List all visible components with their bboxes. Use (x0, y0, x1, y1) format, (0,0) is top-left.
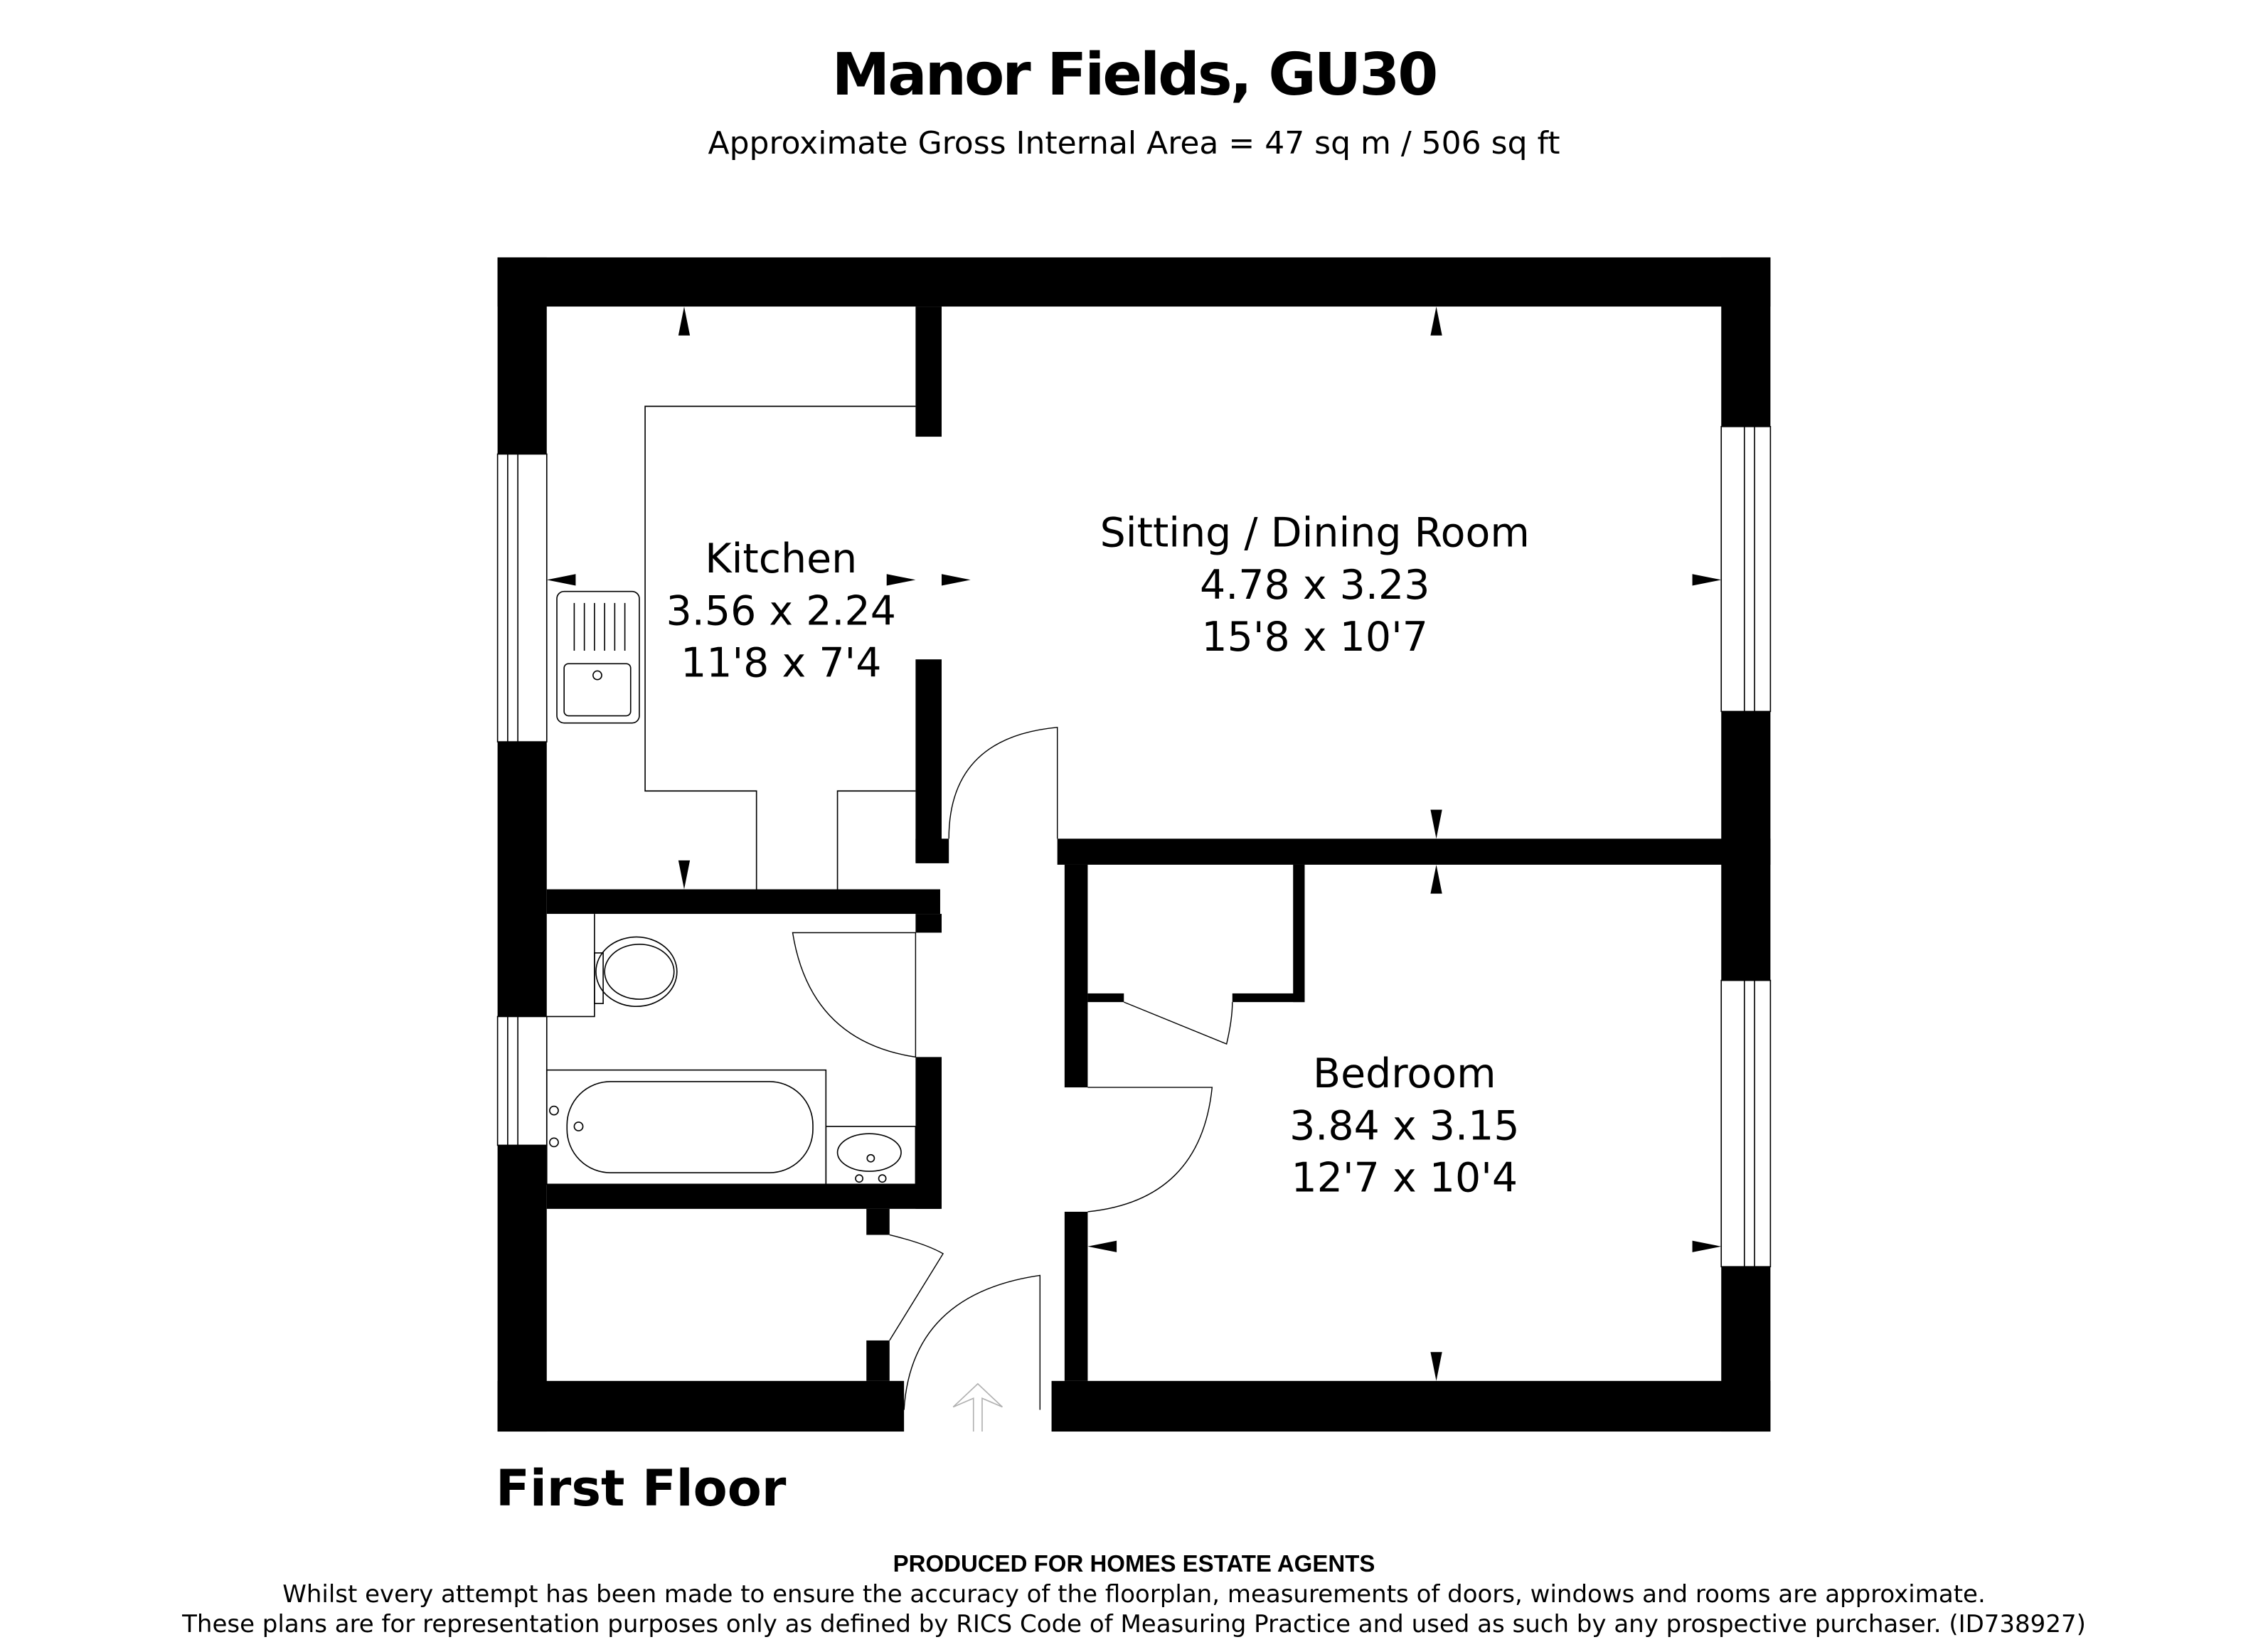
room-metric: 3.84 x 3.15 (1289, 1102, 1519, 1149)
room-bedroom: Bedroom 3.84 x 3.15 12'7 x 10'4 (1289, 1050, 1519, 1201)
walls (497, 257, 1771, 1432)
room-kitchen: Kitchen 3.56 x 2.24 11'8 x 7'4 (666, 535, 896, 686)
fixtures (545, 405, 917, 1185)
plan-title: Manor Fields, GU30 (831, 41, 1439, 109)
disclaimer-line-1: Whilst every attempt has been made to en… (282, 1580, 1986, 1609)
disclaimer-line-2: These plans are for representation purpo… (182, 1610, 2086, 1638)
room-name: Bedroom (1313, 1050, 1496, 1097)
room-imperial: 12'7 x 10'4 (1292, 1154, 1518, 1201)
gross-area-subtitle: Approximate Gross Internal Area = 47 sq … (708, 125, 1560, 161)
doors (792, 726, 1233, 1410)
room-imperial: 11'8 x 7'4 (681, 640, 881, 687)
room-name: Kitchen (705, 535, 857, 582)
room-imperial: 15'8 x 10'7 (1201, 614, 1428, 661)
room-name: Sitting / Dining Room (1100, 510, 1530, 557)
produced-by: PRODUCED FOR HOMES ESTATE AGENTS (893, 1550, 1375, 1577)
windows (496, 426, 1772, 1268)
room-metric: 3.56 x 2.24 (666, 587, 896, 634)
room-metric: 4.78 x 3.23 (1200, 562, 1430, 609)
entrance-arrow-icon (952, 1382, 1003, 1432)
floor-label: First Floor (496, 1459, 787, 1518)
room-sitting-dining: Sitting / Dining Room 4.78 x 3.23 15'8 x… (1100, 510, 1530, 661)
measurement-arrows (546, 307, 1722, 1381)
